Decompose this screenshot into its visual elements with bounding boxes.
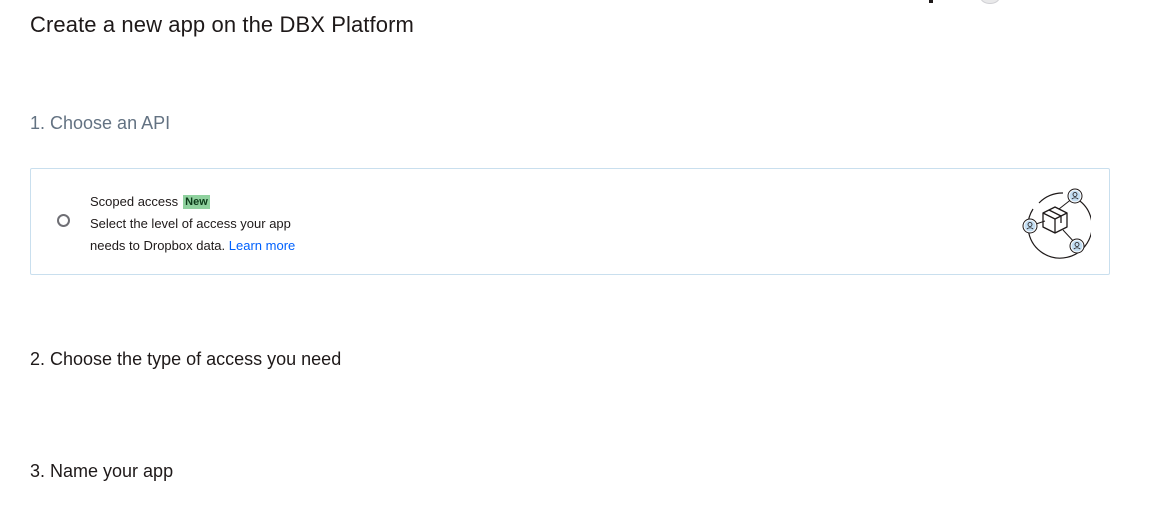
api-option-scoped-access[interactable]: Scoped access New Select the level of ac… xyxy=(30,168,1110,275)
api-option-title: Scoped access xyxy=(90,194,179,209)
step-access-type-heading: 2. Choose the type of access you need xyxy=(30,349,342,369)
api-option-title-row: Scoped access New xyxy=(90,191,295,213)
page-title: Create a new app on the DBX Platform xyxy=(30,12,414,37)
avatar[interactable] xyxy=(980,0,1000,4)
top-toolbar xyxy=(920,0,1010,6)
network-cube-icon xyxy=(1022,188,1091,259)
step-choose-api-heading: 1. Choose an API xyxy=(30,113,171,133)
new-badge: New xyxy=(183,195,210,209)
step-name-app-heading: 3. Name your app xyxy=(30,461,174,481)
api-option-description-line1: Select the level of access your app xyxy=(90,216,291,231)
scoped-access-radio[interactable] xyxy=(57,214,70,227)
api-option-description-line2: needs to Dropbox data. Learn more xyxy=(90,235,295,257)
api-option-description-text: needs to Dropbox data. xyxy=(90,238,226,253)
api-option-text: Scoped access New Select the level of ac… xyxy=(90,191,295,257)
learn-more-link[interactable]: Learn more xyxy=(228,238,296,253)
bell-icon[interactable] xyxy=(922,0,940,4)
